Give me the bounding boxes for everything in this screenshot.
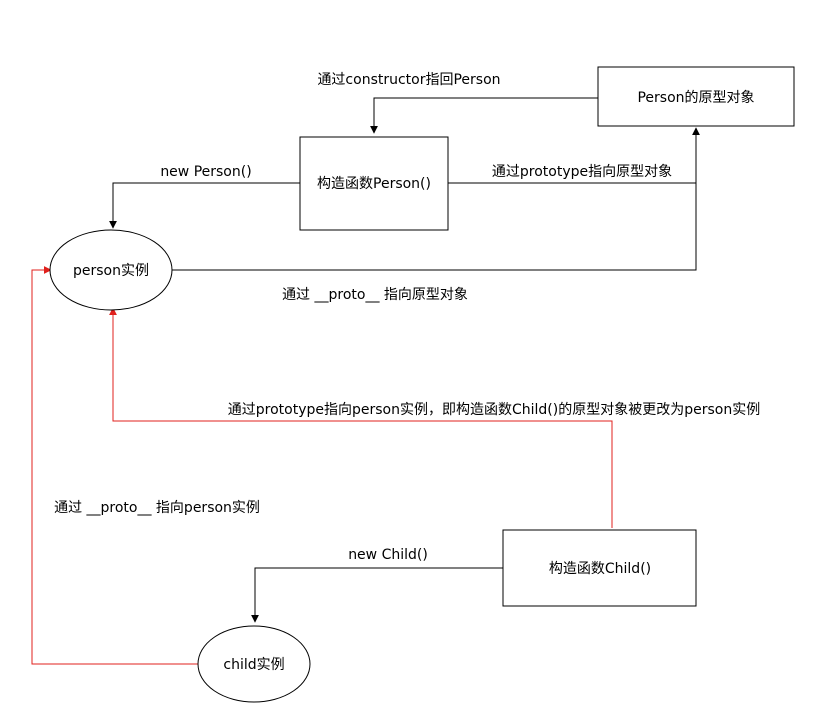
label-new-child: new Child() bbox=[348, 547, 428, 563]
label-child-proto: 通过 __proto__ 指向person实例 bbox=[54, 500, 260, 516]
label-child-prototype: 通过prototype指向person实例，即构造函数Child()的原型对象被… bbox=[228, 402, 760, 418]
person-constructor-label: 构造函数Person() bbox=[317, 176, 431, 192]
person-constructor-node: 构造函数Person() bbox=[299, 136, 449, 231]
label-constructor-back: 通过constructor指回Person bbox=[317, 72, 500, 88]
edge-child-prototype bbox=[109, 307, 613, 528]
child-constructor-label: 构造函数Child() bbox=[549, 561, 651, 577]
child-instance-node: child实例 bbox=[197, 625, 311, 703]
edge-new-child bbox=[251, 567, 503, 623]
edge-child-proto bbox=[31, 266, 198, 665]
child-instance-label: child实例 bbox=[223, 657, 284, 673]
edge-constructor-back bbox=[370, 97, 598, 134]
person-prototype-node: Person的原型对象 bbox=[597, 66, 795, 127]
edge-person-proto bbox=[172, 183, 697, 271]
person-instance-label: person实例 bbox=[73, 263, 149, 279]
person-instance-node: person实例 bbox=[49, 229, 173, 311]
edge-new-person bbox=[109, 182, 300, 229]
label-person-prototype: 通过prototype指向原型对象 bbox=[492, 164, 672, 180]
person-prototype-label: Person的原型对象 bbox=[637, 90, 754, 106]
label-person-proto: 通过 __proto__ 指向原型对象 bbox=[282, 287, 468, 303]
label-new-person: new Person() bbox=[160, 164, 251, 180]
child-constructor-node: 构造函数Child() bbox=[502, 529, 697, 607]
